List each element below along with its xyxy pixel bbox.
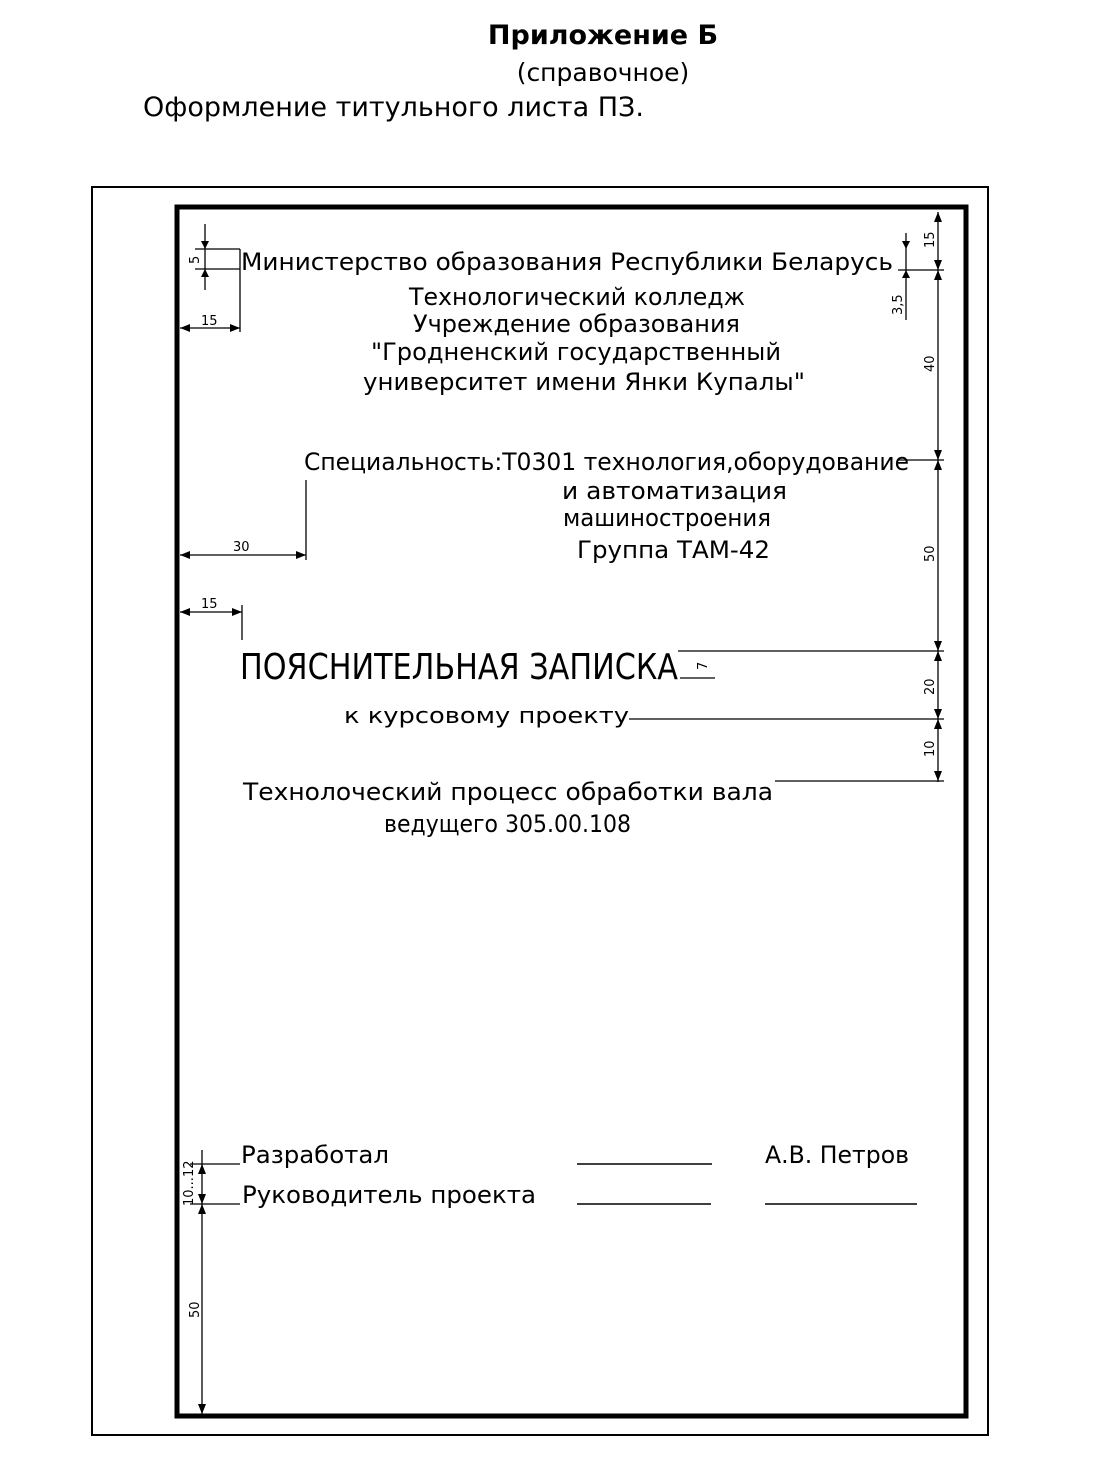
page-title: Приложение Б: [487, 20, 719, 51]
font-size-mark: 7: [696, 662, 711, 670]
dimension-label-50-left: 50: [188, 1301, 203, 1318]
figure-caption: Оформление титульного листа ПЗ.: [143, 92, 644, 123]
dimension-label-30: 30: [233, 540, 250, 555]
page-subtitle: (справочное): [516, 58, 690, 87]
dimension-label-50-right: 50: [923, 545, 938, 562]
university-line-2: университет имени Янки Купалы": [363, 368, 805, 396]
specialty-line-2: и автоматизация: [562, 477, 787, 505]
topic-line-2: ведущего 305.00.108: [384, 810, 631, 838]
supervisor-label: Руководитель проекта: [242, 1181, 536, 1209]
developer-name: А.В. Петров: [765, 1141, 909, 1169]
university-line-1: "Гродненский государственный: [371, 338, 781, 366]
document-title: ПОЯСНИТЕЛЬНАЯ ЗАПИСКА: [240, 647, 678, 688]
specialty-line-1: Специальность:Т0301 технология,оборудова…: [304, 448, 909, 476]
developed-by-label: Разработал: [241, 1141, 389, 1169]
dimension-label-10: 10: [923, 740, 938, 757]
dimension-label-5: 5: [188, 256, 203, 264]
college-text: Технологический колледж: [408, 283, 745, 311]
document-subtitle: к курсовому проекту: [344, 704, 629, 729]
dimension-label-15-left-top: 15: [201, 314, 218, 329]
dimension-label-10-12: 10...12: [182, 1161, 197, 1206]
dimension-label-3-5: 3,5: [891, 294, 906, 315]
sheet-inner-frame: [174, 204, 969, 1419]
dimension-label-15-left-mid: 15: [201, 597, 218, 612]
sheet-outer-border: [91, 186, 989, 1436]
dimension-label-40: 40: [923, 355, 938, 372]
specialty-line-3: машиностроения: [563, 504, 771, 532]
group-text: Группа ТАМ-42: [577, 536, 770, 564]
ministry-text: Министерство образования Республики Бела…: [241, 248, 893, 276]
dimension-label-15-right-top: 15: [923, 231, 938, 248]
dimension-label-20: 20: [923, 678, 938, 695]
topic-line-1: Технолоческий процесс обработки вала: [242, 778, 773, 806]
institution-text: Учреждение образования: [413, 310, 740, 338]
